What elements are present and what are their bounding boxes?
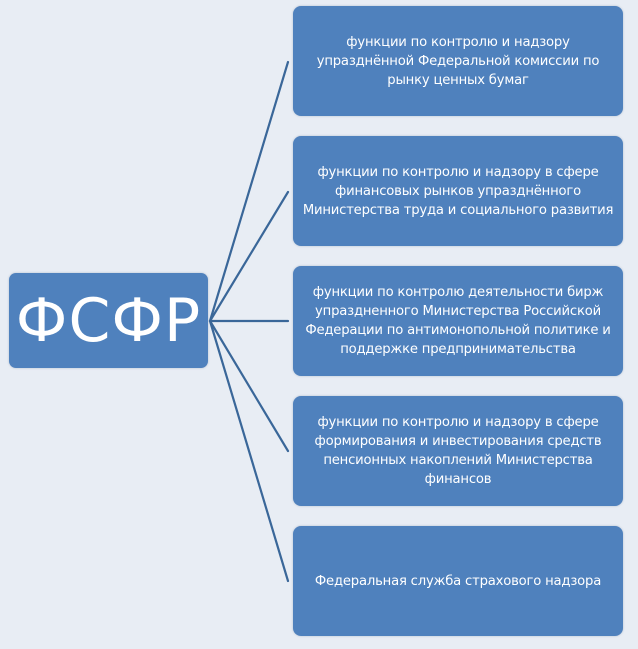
child-node-label: функции по контролю и надзору в сфере фи… [302,164,614,218]
root-node-fsfr: ФСФР [9,273,208,368]
child-node-insurance-supervision-service: Федеральная служба страхового надзора [293,526,623,636]
child-node-label: Федеральная служба страхового надзора [314,573,602,589]
connector-to-child-5 [208,319,290,583]
connector-to-child-2 [208,190,290,323]
child-node-label: функции по контролю и надзору упразднённ… [316,34,600,88]
root-node-label: ФСФР [15,285,202,356]
child-node-label: функции по контролю и надзору в сфере фо… [314,415,602,487]
child-node-fcsm-functions: функции по контролю и надзору упразднённ… [293,6,623,116]
connector-to-child-4 [208,319,290,453]
connector-to-child-1 [208,60,290,323]
child-node-finance-ministry-functions: функции по контролю и надзору в сфере фо… [293,396,623,506]
child-node-antimonopoly-ministry-functions: функции по контролю деятельности бирж уп… [293,266,623,376]
child-node-label: функции по контролю деятельности бирж уп… [305,285,611,357]
child-node-labor-ministry-functions: функции по контролю и надзору в сфере фи… [293,136,623,246]
